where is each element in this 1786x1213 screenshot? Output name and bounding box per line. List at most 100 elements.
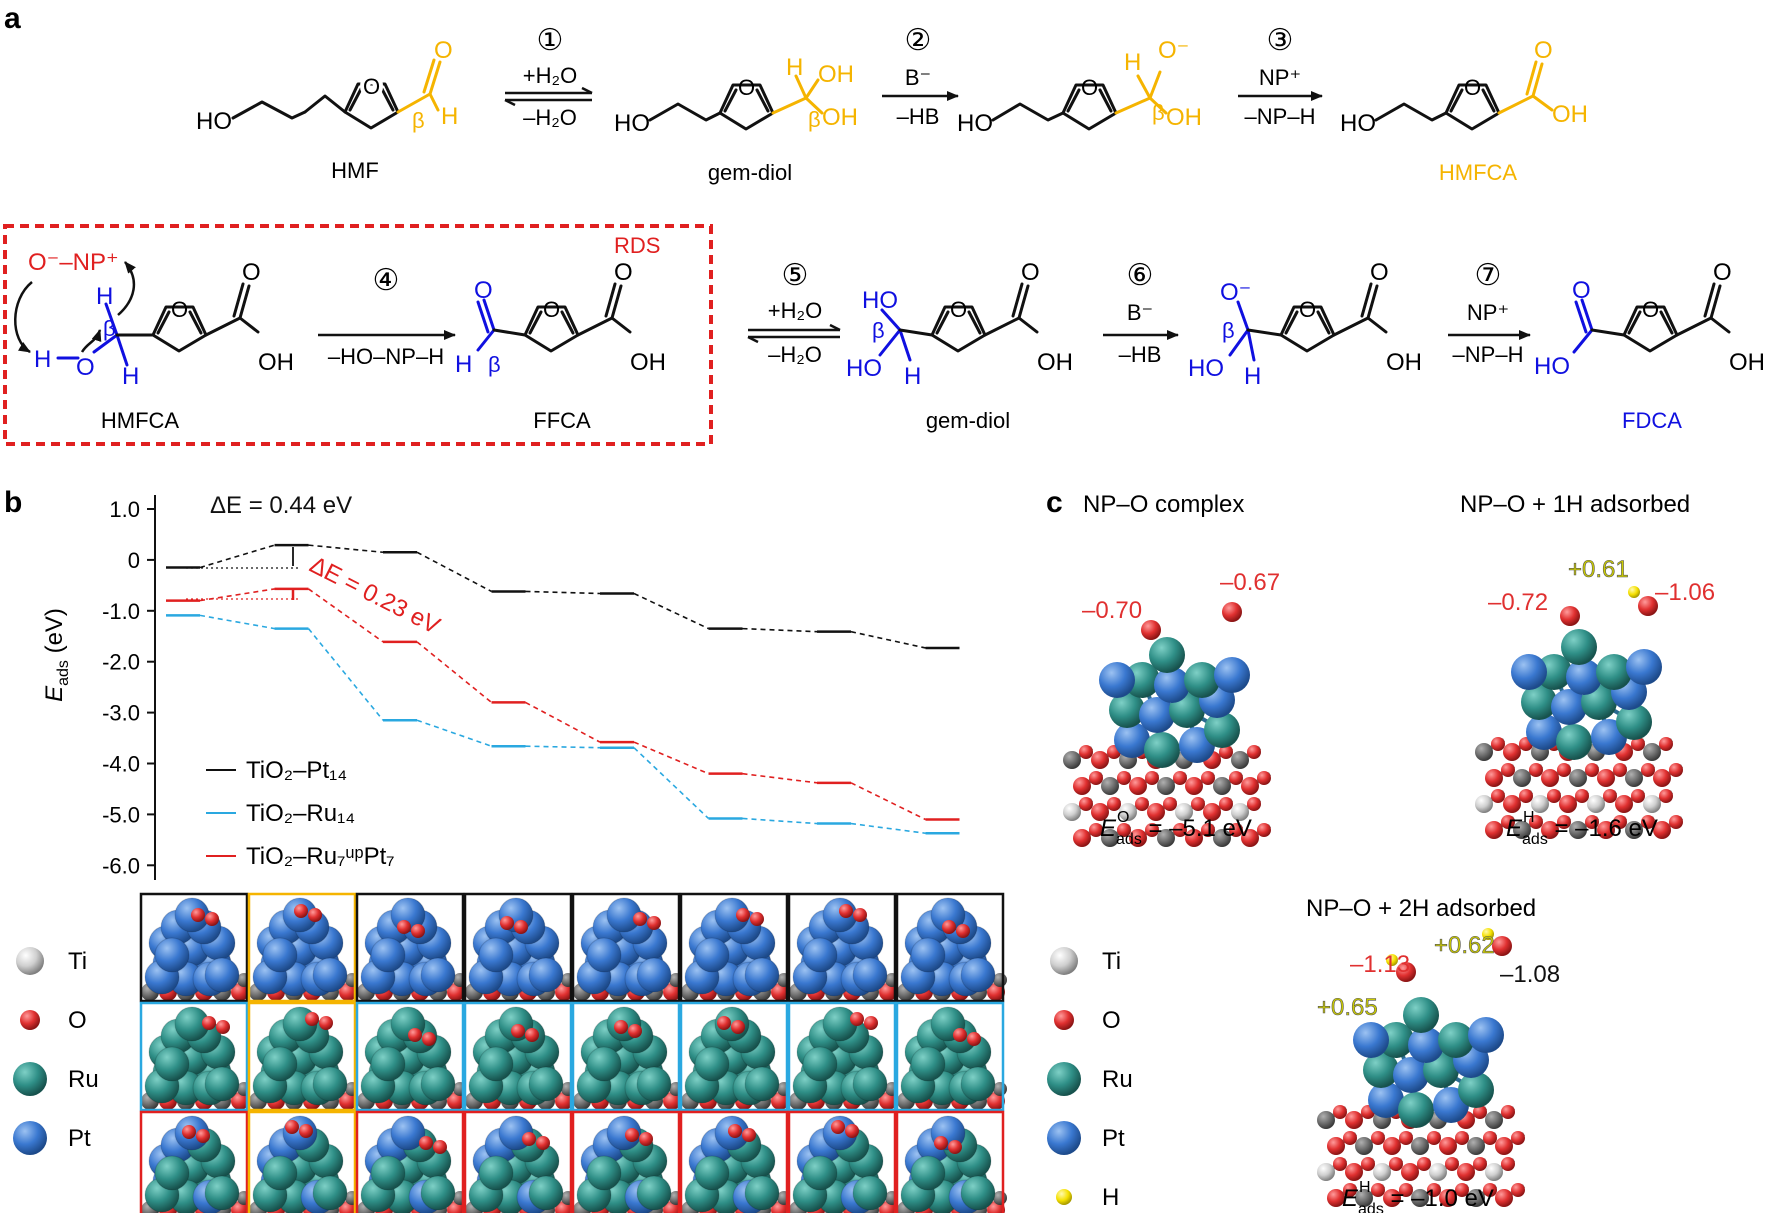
atom-legend-label: Ru	[68, 1066, 99, 1093]
y-ticks: 1.00-1.0-2.0-3.0-4.0-5.0-6.0	[102, 497, 155, 878]
structure-thumbnail	[895, 892, 1007, 1003]
atom-swatch-h	[1056, 1189, 1072, 1205]
energy-sup: H	[1359, 1179, 1371, 1196]
charge-label: –0.67	[1220, 569, 1280, 596]
structure-thumbnail	[247, 892, 359, 1003]
y-tick-label: -5.0	[102, 802, 140, 827]
structure-thumbnail	[679, 892, 791, 1003]
structure-thumbnail	[355, 1001, 467, 1112]
step-number: ④	[373, 264, 400, 297]
step-reagent: –H₂O	[768, 342, 822, 367]
charge-label: +0.62	[1434, 932, 1495, 959]
atom-label: HO	[862, 287, 898, 314]
charge-label: +0.65	[1317, 994, 1378, 1021]
step-number: ⑥	[1127, 259, 1154, 292]
step-reagent: –NP–H	[1453, 342, 1524, 367]
series-layer	[166, 543, 960, 835]
energy-connector	[525, 745, 601, 749]
legend-entry: TiO₂–Pt₁₄	[246, 757, 347, 784]
atom-label: HO	[1340, 110, 1376, 137]
atom-legend-label: Ti	[1102, 948, 1121, 975]
reagent-label: O⁻–NP⁺	[28, 249, 119, 276]
structure-thumbnail	[571, 1001, 683, 1112]
structure-thumbnail	[355, 892, 467, 1003]
structure-np-o	[1063, 602, 1272, 847]
charge-label: –0.70	[1082, 597, 1142, 624]
structure-thumbnail	[247, 1110, 359, 1213]
step-number: ②	[905, 24, 932, 57]
y-tick-label: 0	[128, 548, 140, 573]
atom-label: O	[1464, 75, 1481, 100]
structure-thumbnail	[139, 1001, 251, 1112]
step-reagent: B⁻	[1127, 300, 1153, 325]
atom-label: O	[1534, 37, 1553, 64]
structure-thumbnail	[355, 1110, 467, 1213]
step-reagent: NP⁺	[1467, 300, 1509, 325]
beta-label: β	[1222, 318, 1235, 343]
structure-thumbnail	[139, 892, 251, 1003]
step-reagent: –NP–H	[1245, 104, 1316, 129]
atom-legend-label: Ti	[68, 948, 87, 975]
atom-label: O	[363, 74, 380, 99]
charge-label: –1.06	[1655, 579, 1715, 606]
step-reagent: +H₂O	[523, 63, 577, 88]
step-number: ⑦	[1475, 259, 1502, 292]
atom-label: HO	[1534, 353, 1570, 380]
atom-label: OH	[822, 104, 858, 131]
charge-label: –1.13	[1350, 951, 1410, 978]
molecule-gem-diol-2: HO HO H β O O OH gem-diol	[846, 259, 1073, 433]
energy-connector	[308, 544, 384, 554]
atom-label: O	[434, 37, 453, 64]
atom-label: OH	[1552, 101, 1588, 128]
panel-label-b: b	[4, 486, 22, 519]
structure-thumbnail	[787, 892, 899, 1003]
molecule-gem-diolate-2: O⁻ HO H β O O OH	[1188, 259, 1422, 390]
atom-swatch-ti	[1050, 947, 1078, 975]
structure-thumbnail	[139, 1110, 251, 1213]
atom-label: H	[441, 103, 458, 130]
structure-thumbnail	[787, 1110, 899, 1213]
y-tick-label: -2.0	[102, 650, 140, 675]
atom-label: O	[171, 297, 188, 322]
energy-sup: O	[1117, 809, 1129, 826]
atom-label: H	[1244, 363, 1261, 390]
atom-label: OH	[1166, 104, 1202, 131]
atom-label: O⁻	[1220, 279, 1251, 306]
atom-label: O	[950, 297, 967, 322]
energy-sup: H	[1523, 809, 1535, 826]
step-number: ⑤	[782, 259, 809, 292]
legend-entry: TiO₂–Ru₇ᵘᵖPt₇	[246, 843, 395, 870]
structure-thumbnail	[571, 892, 683, 1003]
structure-thumbnail	[787, 1001, 899, 1112]
energy-connector	[199, 544, 275, 569]
structure-np-o-1h	[1475, 586, 1684, 839]
atom-label: H	[96, 283, 113, 310]
y-tick-label: 1.0	[109, 497, 140, 522]
atom-label: HO	[196, 108, 232, 135]
y-tick-label: -1.0	[102, 599, 140, 624]
atom-label: HO	[957, 110, 993, 137]
energy-connector	[742, 817, 818, 825]
atom-swatch-pt	[13, 1121, 47, 1155]
molecule-hmf: HO O O O H β HMF	[196, 37, 458, 183]
atom-label: H	[122, 363, 139, 390]
energy-connector	[633, 747, 710, 820]
compound-name: HMFCA	[101, 408, 180, 433]
structure-title: NP–O + 1H adsorbed	[1460, 491, 1690, 518]
compound-name: gem-diol	[708, 160, 792, 185]
atom-swatch-o	[20, 1010, 40, 1030]
structure-title: NP–O + 2H adsorbed	[1306, 895, 1536, 922]
charge-label: +0.61	[1568, 556, 1629, 583]
atom-label: HO	[614, 110, 650, 137]
atom-legend-label: O	[68, 1007, 87, 1034]
energy-connector	[850, 782, 926, 821]
step-reagent: –HO–NP–H	[328, 344, 444, 369]
energy-connector	[742, 627, 818, 633]
atom-swatch-ru	[1047, 1062, 1081, 1096]
atom-label: OH	[1386, 349, 1422, 376]
chart-legend: TiO₂–Pt₁₄ TiO₂–Ru₁₄ TiO₂–Ru₇ᵘᵖPt₇	[206, 757, 395, 870]
structure-thumbnail	[247, 1001, 359, 1112]
energy-connector	[742, 772, 818, 784]
